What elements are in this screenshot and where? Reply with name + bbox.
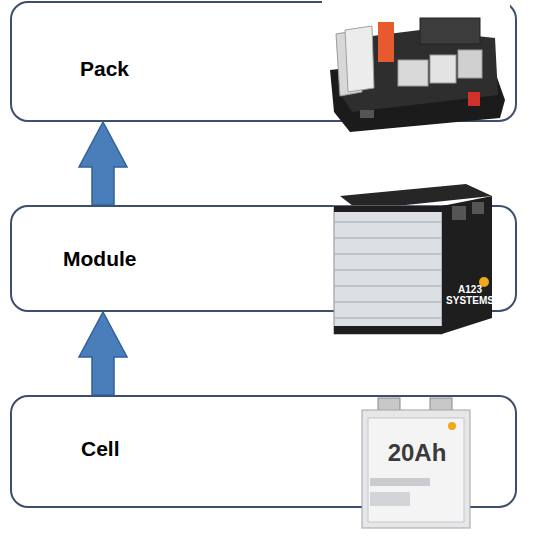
pack-connector (378, 22, 394, 62)
flow-arrow (79, 312, 127, 395)
pack-cover (420, 18, 480, 44)
pack-foot (360, 110, 374, 118)
level-label: Cell (81, 437, 120, 461)
logo-dot (448, 422, 456, 430)
module-illustration (334, 184, 492, 334)
cell-illustration (362, 398, 470, 528)
level-label: Module (63, 247, 137, 271)
module-terminal (452, 206, 466, 220)
capacity-label: 20Ah (372, 440, 462, 465)
cell-face (368, 418, 464, 522)
pack-illustration (322, 0, 510, 132)
module-side (334, 206, 442, 334)
level-label: Pack (80, 57, 129, 81)
cell-sticker (370, 478, 430, 486)
flow-arrow (79, 122, 127, 205)
pack-cells (458, 50, 482, 78)
module-terminal (472, 202, 484, 214)
cell-barcode (370, 492, 410, 506)
white-backing (322, 0, 510, 20)
module-end (442, 196, 492, 334)
module-strap (334, 326, 442, 334)
module-cell-lines (334, 222, 442, 318)
pack-cells (398, 60, 428, 86)
cell-pouch (362, 410, 470, 528)
pack-connector (468, 92, 480, 106)
pack-cells (430, 55, 456, 83)
pack-cells (345, 26, 374, 92)
brand-logo: A123 SYSTEMS (446, 285, 494, 306)
module-strap (334, 206, 442, 212)
